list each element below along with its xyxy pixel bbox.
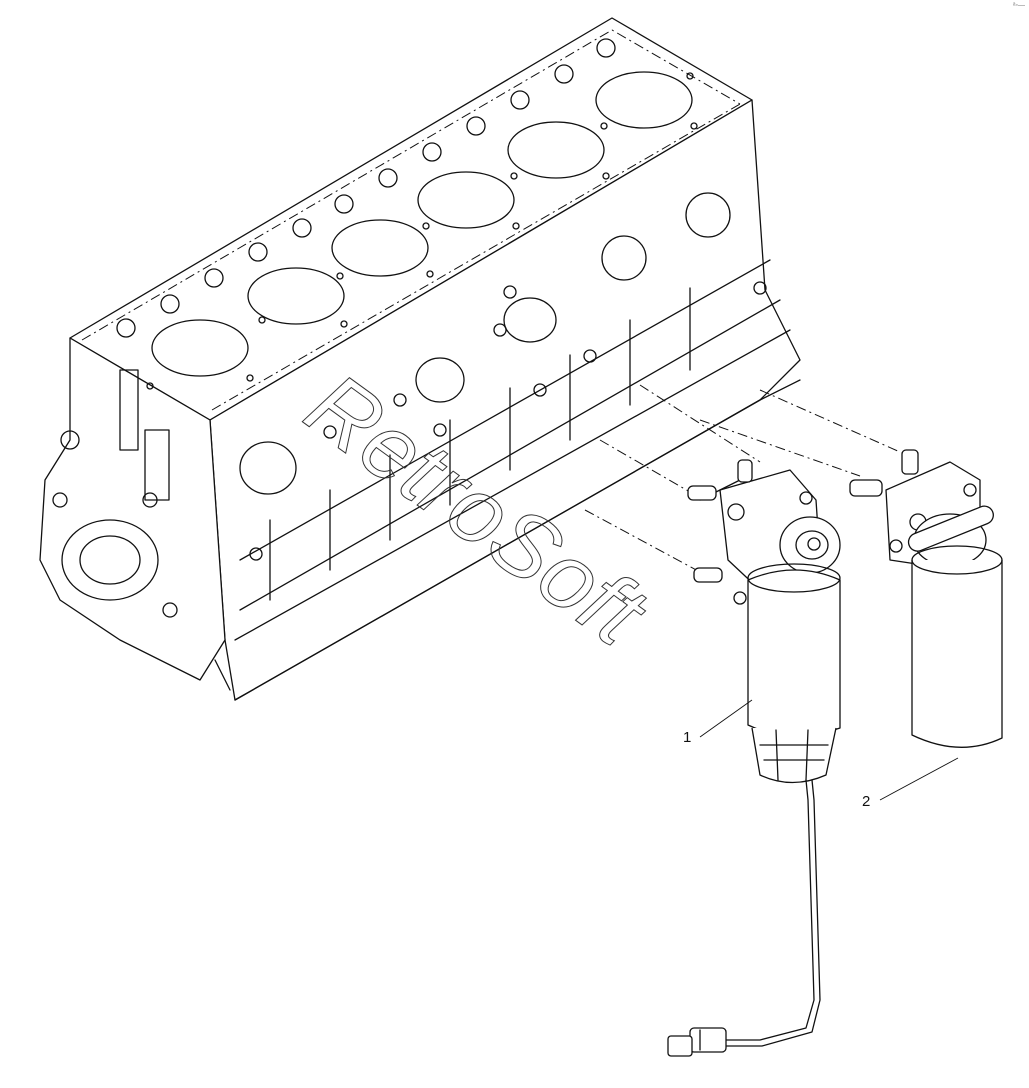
corner-mark: ᵃ◦— [1012,2,1025,9]
deck-holes [116,38,698,390]
assembly-lines [584,384,901,573]
block-long-side [209,99,801,701]
block-ribs [234,259,791,641]
callouts: 1 2 [683,699,959,810]
fuel-filter-1 [667,459,841,1057]
callout-2: 2 [862,793,870,810]
callout-1: 1 [683,729,691,746]
block-bolts [249,281,767,561]
engine-block [39,17,801,701]
cylinder-bores [151,71,693,377]
fuel-filter-2 [849,449,1003,748]
